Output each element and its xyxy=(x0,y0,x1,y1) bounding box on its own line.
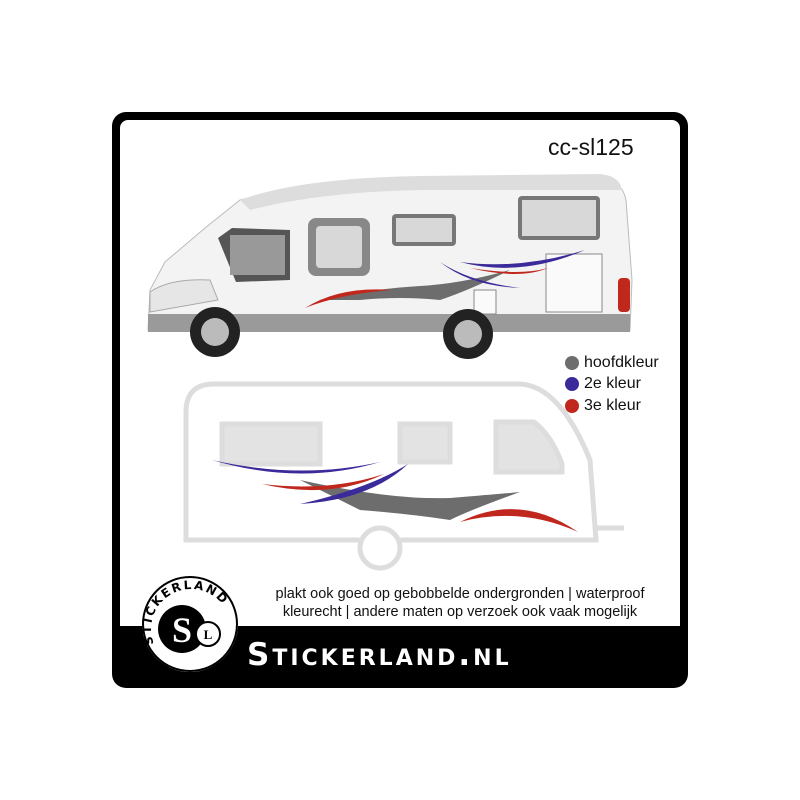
legend-label: 3e kleur xyxy=(584,397,641,414)
legend-item-second: 2e kleur xyxy=(565,375,641,393)
note-line-1: plakt ook goed op gebobbelde ondergronde… xyxy=(275,586,645,602)
camper-illustration xyxy=(147,174,633,359)
svg-text:L: L xyxy=(204,627,213,642)
note-line-2: kleurecht | andere maten op verzoek ook … xyxy=(282,604,638,620)
color-swatch xyxy=(565,377,579,391)
color-swatch xyxy=(565,399,579,413)
legend-item-main: hoofdkleur xyxy=(565,354,659,372)
svg-text:S: S xyxy=(172,610,192,650)
stickerland-logo: S L STICKERLAND xyxy=(140,576,238,672)
caravan-stripes xyxy=(212,460,578,532)
caravan-illustration xyxy=(183,381,624,571)
legend-label: hoofdkleur xyxy=(584,354,659,371)
legend-item-third: 3e kleur xyxy=(565,397,641,415)
color-swatch xyxy=(565,356,579,370)
legend-label: 2e kleur xyxy=(584,375,641,392)
product-code: cc-sl125 xyxy=(548,134,634,160)
brand-name: Stickerland.nl xyxy=(247,637,512,673)
